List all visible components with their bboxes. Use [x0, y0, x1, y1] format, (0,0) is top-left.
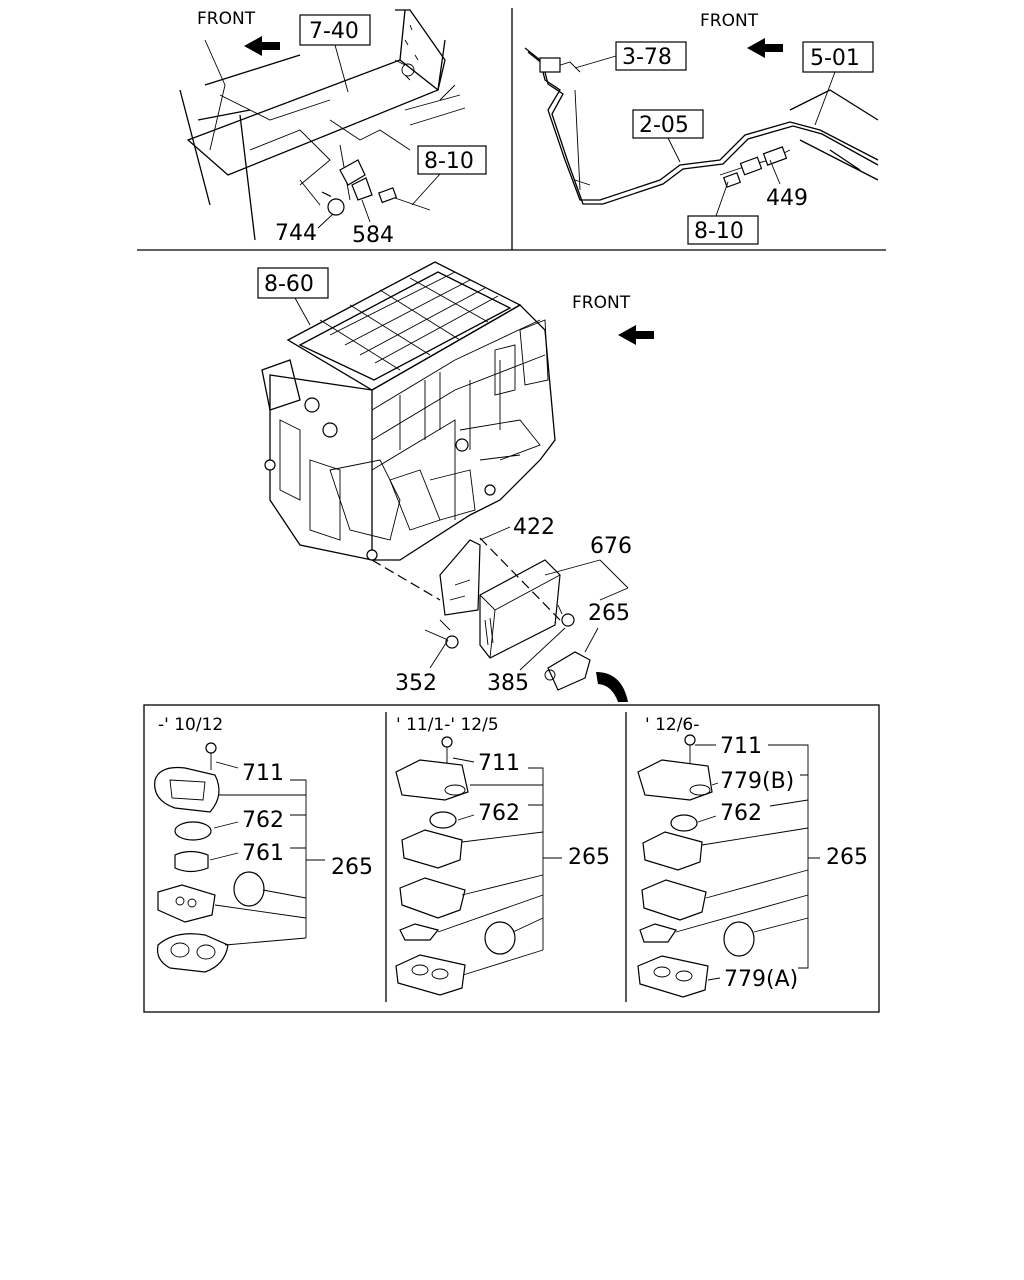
part-676[interactable]: 676: [590, 534, 632, 559]
p2-label-265[interactable]: 265: [568, 845, 610, 870]
p3-label-779a[interactable]: 779(A): [724, 967, 798, 992]
panel-2-period: ' 11/1-' 12/5: [396, 715, 499, 735]
front-arrow-3: [618, 325, 654, 345]
part-385[interactable]: 385: [487, 671, 529, 696]
front-arrow-1: [244, 36, 280, 56]
hvac-assembly: 8-60 FRONT 422: [257, 261, 654, 702]
detail-panel-3: ' 12/6- 711 779(B) 762 265 779(A): [637, 715, 868, 998]
detail-arrow: [596, 672, 628, 702]
front-label-2: FRONT: [700, 11, 759, 31]
ref-box-5-01[interactable]: [802, 41, 874, 73]
p1-label-265[interactable]: 265: [331, 855, 373, 880]
ref-box-2-05[interactable]: [632, 109, 704, 139]
p1-label-711[interactable]: 711: [242, 761, 284, 786]
front-label-1: FRONT: [197, 9, 256, 29]
p2-label-762[interactable]: 762: [478, 801, 520, 826]
front-arrow-2: [747, 38, 783, 58]
p1-label-762[interactable]: 762: [242, 808, 284, 833]
p2-label-711[interactable]: 711: [478, 751, 520, 776]
panel-3-period: ' 12/6-: [645, 715, 699, 735]
ref-label-5-01: 5-01: [810, 46, 860, 71]
ref-label-8-10-b: 8-10: [694, 219, 744, 244]
part-744[interactable]: 744: [275, 221, 317, 246]
top-right-assembly: FRONT 3-78 5-01 2-05 449 8-10: [524, 11, 879, 245]
ref-label-3-78: 3-78: [622, 45, 672, 70]
p1-label-761[interactable]: 761: [242, 841, 284, 866]
p3-label-265[interactable]: 265: [826, 845, 868, 870]
top-left-assembly: FRONT 7-40 8-10 744 584: [179, 9, 487, 248]
detail-panel-1: -' 10/12 711 762 761 265: [154, 715, 373, 973]
part-584[interactable]: 584: [352, 223, 394, 248]
detail-frame: [143, 704, 880, 1013]
p3-label-762[interactable]: 762: [720, 801, 762, 826]
ref-box-8-60[interactable]: [257, 267, 329, 299]
ref-box-8-10-b[interactable]: [687, 215, 759, 245]
ref-label-7-40: 7-40: [309, 19, 359, 44]
part-422[interactable]: 422: [513, 515, 555, 540]
part-265-main[interactable]: 265: [588, 601, 630, 626]
part-449[interactable]: 449: [766, 186, 808, 211]
ref-box-3-78[interactable]: [615, 41, 687, 71]
ref-box-8-10-a[interactable]: [417, 145, 487, 175]
ref-label-2-05: 2-05: [639, 113, 689, 138]
ref-box-7-40[interactable]: [299, 14, 371, 46]
ref-label-8-60: 8-60: [264, 272, 314, 297]
p3-label-711[interactable]: 711: [720, 734, 762, 759]
panel-1-period: -' 10/12: [158, 715, 223, 735]
part-352[interactable]: 352: [395, 671, 437, 696]
front-label-3: FRONT: [572, 293, 631, 313]
p3-label-779b[interactable]: 779(B): [720, 769, 794, 794]
detail-panel-2: ' 11/1-' 12/5 711 762 265: [395, 715, 610, 996]
ref-label-8-10-a: 8-10: [424, 149, 474, 174]
